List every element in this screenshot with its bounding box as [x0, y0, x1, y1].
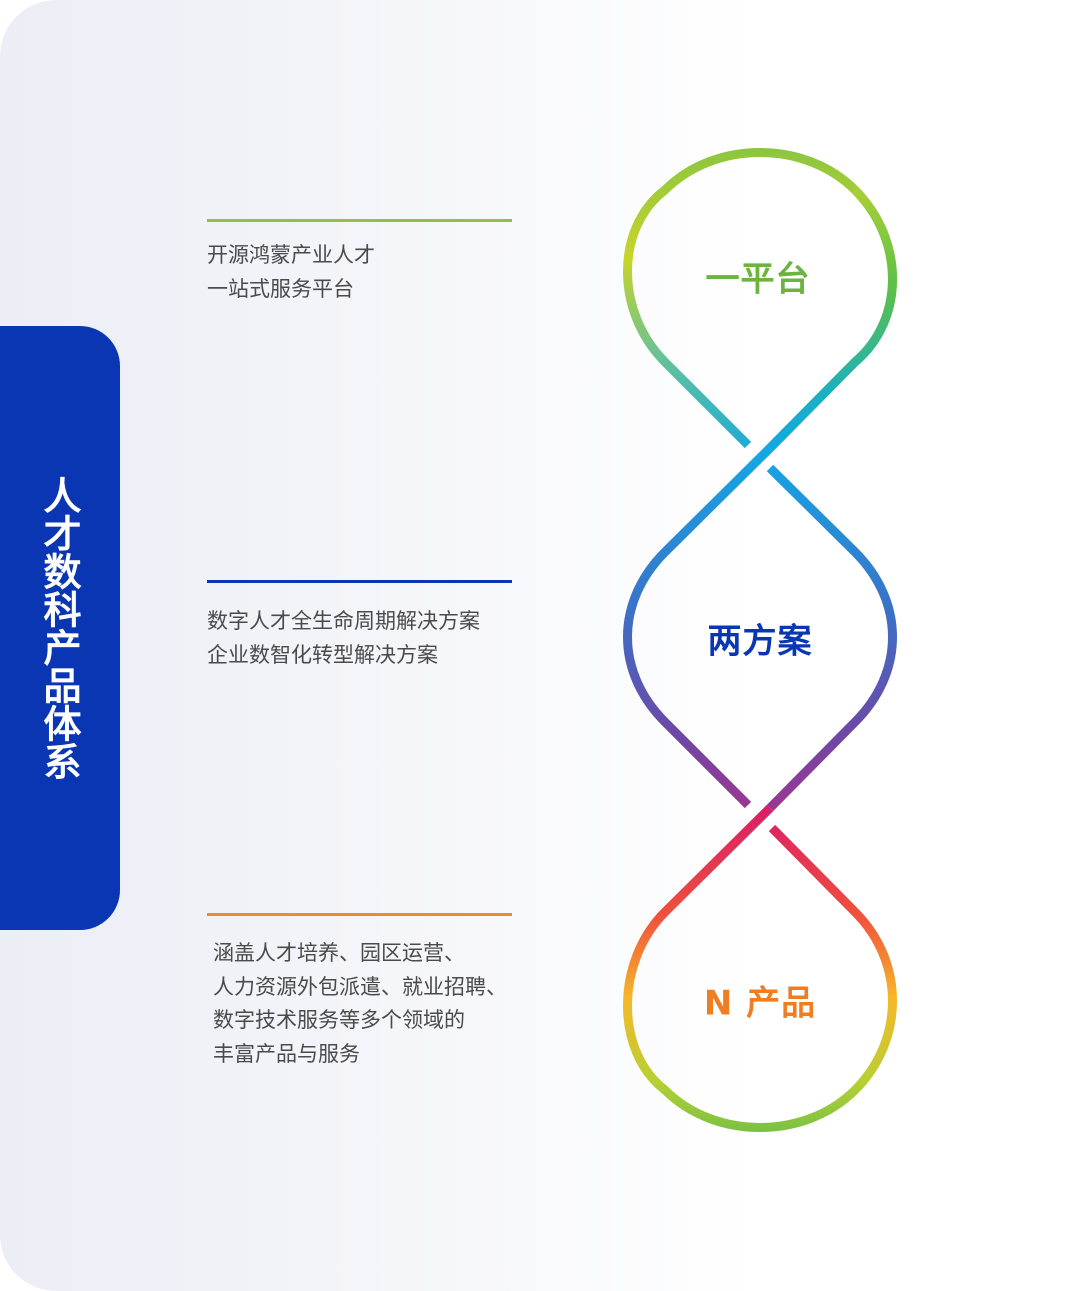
node-label-platform: 一平台 — [705, 259, 811, 300]
desc-products-line-4: 丰富产品与服务 — [213, 1041, 360, 1066]
sidebar-tab — [0, 326, 120, 930]
desc-products-line-1: 涵盖人才培养、园区运营、 — [213, 941, 465, 965]
rule-platform — [207, 219, 512, 222]
desc-products-line-3: 数字技术服务等多个领域的 — [213, 1008, 465, 1032]
helix-bottom-loop — [623, 804, 897, 1132]
desc-platform-line-1: 开源鸿蒙产业人才 — [207, 243, 375, 267]
rule-solutions — [207, 580, 512, 583]
desc-products-line-2: 人力资源外包派遣、就业招聘、 — [213, 974, 507, 999]
helix-middle-loop-right — [766, 464, 897, 812]
node-label-products: N 产品 — [703, 983, 817, 1024]
desc-solutions: 数字人才全生命周期解决方案 企业数智化转型解决方案 — [207, 604, 480, 672]
helix-top-right-arc — [766, 186, 897, 452]
sidebar-title: 人才数科产品体系 — [37, 476, 81, 780]
desc-platform-line-2: 一站式服务平台 — [207, 277, 354, 301]
rule-products — [207, 913, 512, 916]
desc-solutions-line-2: 企业数智化转型解决方案 — [207, 643, 438, 667]
helix-middle-loop — [623, 444, 774, 809]
node-label-solutions: 两方案 — [707, 621, 813, 662]
desc-platform: 开源鸿蒙产业人才 一站式服务平台 — [207, 238, 375, 306]
desc-solutions-line-1: 数字人才全生命周期解决方案 — [207, 609, 480, 633]
desc-products: 涵盖人才培养、园区运营、 人力资源外包派遣、就业招聘、 数字技术服务等多个领域的… — [213, 937, 507, 1071]
sidebar-title-wrap: 人才数科产品体系 — [0, 326, 120, 930]
